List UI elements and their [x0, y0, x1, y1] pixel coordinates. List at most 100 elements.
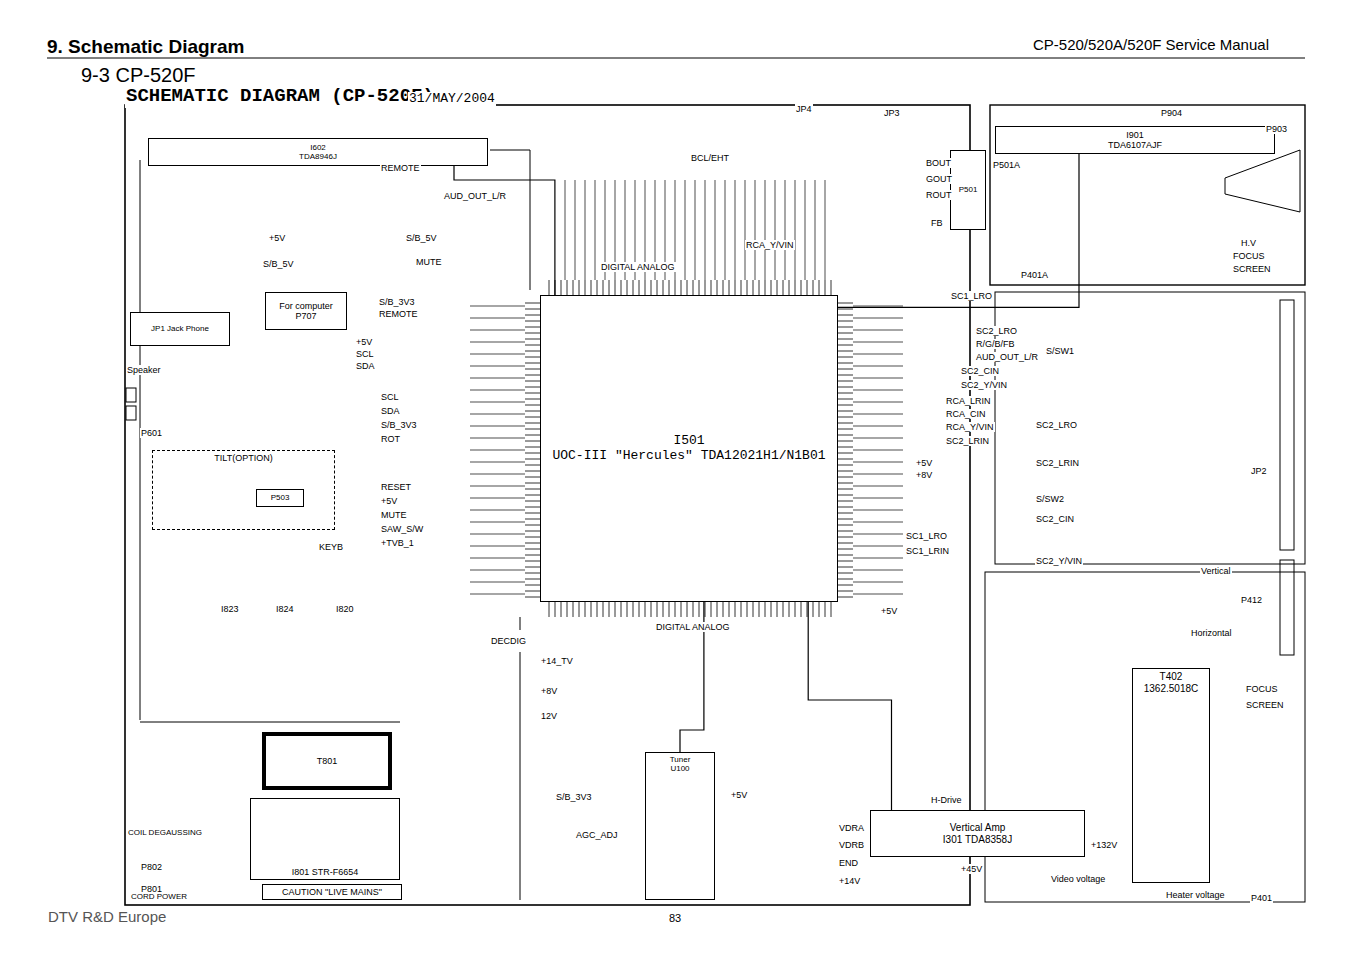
signal-label: +5V — [355, 337, 373, 347]
signal-label: Heater voltage — [1165, 890, 1226, 900]
signal-label: RCA_Y/VIN — [945, 422, 995, 432]
component-label: P501 — [959, 185, 978, 194]
signal-label: R/G/B/FB — [975, 339, 1016, 349]
crt-board-frame — [990, 105, 1305, 285]
component-box: P503 — [256, 489, 304, 507]
component-label: Vertical Amp — [950, 822, 1006, 834]
signal-label: SC2_LRO — [1035, 420, 1078, 430]
wires — [853, 300, 903, 600]
signal-label: DECDIG — [490, 636, 527, 646]
signal-label: SAW_S/W — [380, 524, 424, 534]
signal-label: SCREEN — [1245, 700, 1285, 710]
component-label: 1362.5018C — [1144, 683, 1199, 695]
wires — [470, 300, 525, 600]
page-title: 9. Schematic Diagram — [47, 36, 244, 58]
signal-label: AUD_OUT_L/R — [443, 191, 507, 201]
component-label: TDA6107AJF — [1108, 140, 1162, 150]
signal-label: VDRB — [838, 840, 865, 850]
signal-wire — [808, 602, 891, 810]
signal-label: P802 — [140, 862, 163, 872]
connector-symbol — [1280, 560, 1294, 655]
signal-label: KEYB — [318, 542, 344, 552]
signal-label: JP3 — [883, 108, 901, 118]
signal-label: P904 — [1160, 108, 1183, 118]
signal-label: JP2 — [1250, 466, 1268, 476]
signal-label: +5V — [268, 233, 286, 243]
component-label: CAUTION "LIVE MAINS" — [282, 887, 382, 897]
component-box: TunerU100 — [645, 752, 715, 900]
signal-label: CP-520/520A/520F Service Manual — [1032, 36, 1270, 53]
speaker-symbol — [126, 406, 136, 420]
signal-label: +8V — [915, 470, 933, 480]
signal-label: P401A — [1020, 270, 1049, 280]
component-box: For computerP707 — [265, 292, 347, 330]
component-label: TDA8946J — [299, 152, 337, 161]
signal-label: GOUT — [925, 174, 953, 184]
signal-label: S/B_5V — [405, 233, 438, 243]
component-label: I301 TDA8358J — [943, 834, 1012, 846]
signal-label: REMOTE — [380, 163, 421, 173]
signal-label: +8V — [540, 686, 558, 696]
signal-label: S/B_3V3 — [380, 420, 418, 430]
signal-label: JP4 — [795, 104, 813, 114]
signal-label: SC1_LRO — [905, 531, 948, 541]
signal-label: ROUT — [925, 190, 953, 200]
speaker-symbol — [126, 388, 136, 402]
signal-label: H.V — [1240, 238, 1257, 248]
ic-pins — [525, 300, 540, 600]
signal-label: MUTE — [415, 257, 443, 267]
signal-label: 9-3 CP-520F — [80, 64, 197, 87]
signal-label: Horizontal — [1190, 628, 1233, 638]
signal-label: VDRA — [838, 823, 865, 833]
signal-label: SC2_CIN — [960, 366, 1000, 376]
component-box: I602TDA8946J — [148, 138, 488, 166]
signal-label: I824 — [275, 604, 295, 614]
signal-label: END — [838, 858, 859, 868]
signal-label: SCREEN — [1232, 264, 1272, 274]
component-box: CAUTION "LIVE MAINS" — [262, 884, 402, 900]
component-label: I602 — [310, 143, 326, 152]
signal-label: SCL — [355, 349, 375, 359]
signal-label: H-Drive — [930, 795, 963, 805]
signal-label: P601 — [140, 428, 163, 438]
signal-label: RESET — [380, 482, 412, 492]
main-frame — [125, 105, 970, 905]
crt-neck — [1225, 150, 1300, 212]
signal-label: FB — [930, 218, 944, 228]
signal-label: S/B_3V3 — [555, 792, 593, 802]
component-label: T801 — [317, 756, 338, 766]
signal-label: DTV R&D Europe — [47, 908, 167, 925]
signal-label: RCA_LRIN — [945, 396, 992, 406]
signal-label: SDA — [380, 406, 401, 416]
component-label: TILT(OPTION) — [214, 453, 272, 463]
signal-label: RCA_CIN — [945, 409, 987, 419]
component-label: P503 — [271, 493, 290, 502]
signal-label: +14_TV — [540, 656, 574, 666]
wires — [560, 180, 830, 280]
signal-label: I820 — [335, 604, 355, 614]
component-box: TILT(OPTION) P503 — [152, 450, 335, 530]
signal-label: +5V — [880, 606, 898, 616]
signal-label: SCHEMATIC DIAGRAM (CP-520F) — [125, 86, 435, 108]
signal-label: FOCUS — [1245, 684, 1279, 694]
ic-pins — [838, 300, 853, 600]
component-label: U100 — [670, 764, 689, 773]
signal-label: 31/MAY/2004 — [408, 92, 496, 107]
component-box: I501UOC-III "Hercules" TDA12021H1/N1B01 — [540, 295, 838, 602]
signal-label: Vertical — [1200, 566, 1232, 576]
component-label: Tuner — [670, 755, 691, 764]
signal-label: BOUT — [925, 158, 952, 168]
signal-label: +5V — [380, 496, 398, 506]
component-label: I801 STR-F6654 — [292, 867, 359, 877]
signal-label: SC2_LRIN — [1035, 458, 1080, 468]
ic-pins — [545, 280, 835, 295]
scart-connector — [1280, 300, 1294, 550]
signal-label: +5V — [730, 790, 748, 800]
scart-frame — [995, 292, 1305, 564]
component-box: I901TDA6107AJF — [995, 126, 1275, 154]
signal-label: FOCUS — [1232, 251, 1266, 261]
signal-label: AUD_OUT_L/R — [975, 352, 1039, 362]
signal-label: S/SW1 — [1045, 346, 1075, 356]
component-label: I901 — [1126, 130, 1144, 140]
